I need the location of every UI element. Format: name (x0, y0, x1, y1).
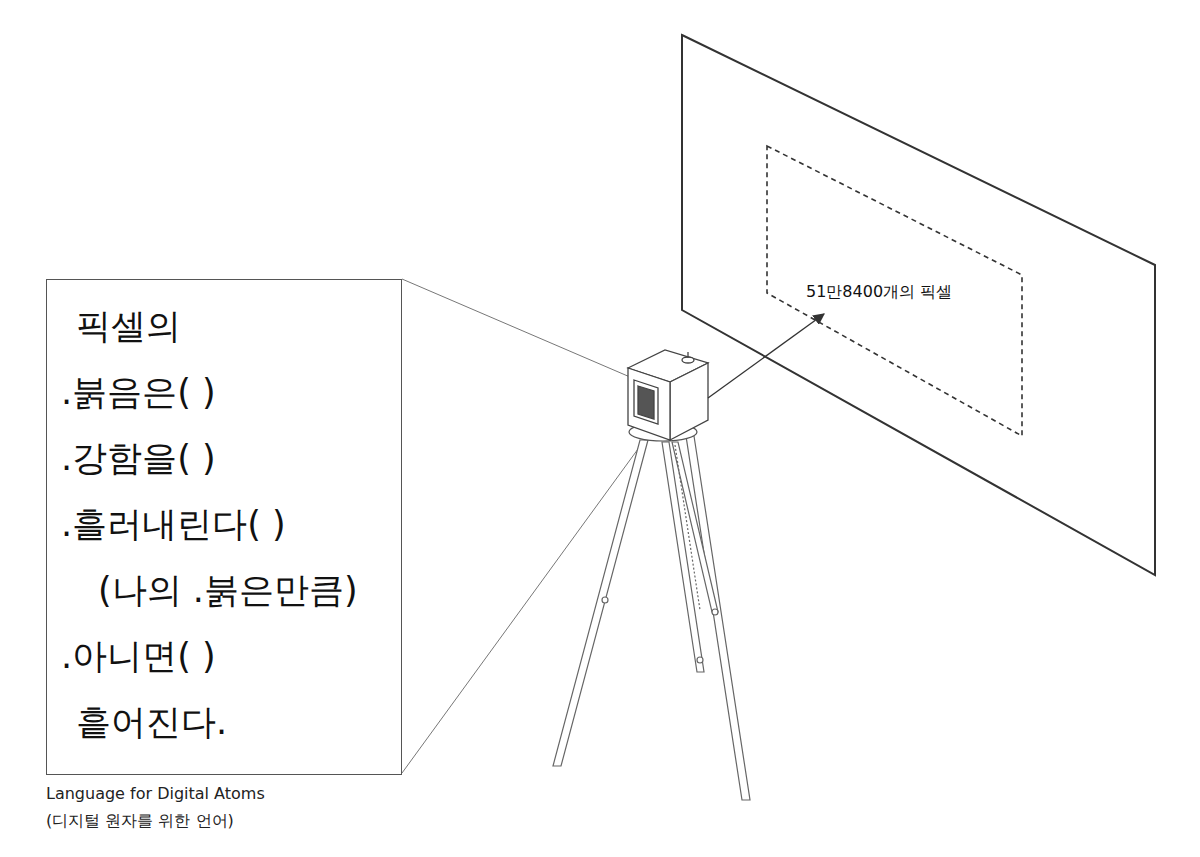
caption-label: Language for Digital Atoms (46, 784, 265, 803)
pixel-region: 51만8400개의 픽셀 (767, 146, 1022, 436)
poem-line: 픽셀의 (47, 293, 401, 359)
tripod (553, 436, 750, 800)
poem-line: (나의 .붉은만큼) (47, 557, 401, 623)
code-poem-box: 픽셀의.붉음은( ).강함을( ).흘러내린다( )(나의 .붉은만큼).아니면… (46, 279, 402, 775)
projection-arrow (708, 314, 824, 398)
leader-line (402, 438, 646, 773)
poem-line: .아니면( ) (47, 623, 401, 689)
poem-line: 흩어진다. (47, 689, 401, 755)
poem-line: .강함을( ) (47, 425, 401, 491)
pixel-count-label: 51만8400개의 픽셀 (806, 282, 952, 303)
screen-plane (682, 35, 1155, 575)
poem-line: .붉음은( ) (47, 359, 401, 425)
caption-label: (디지털 원자를 위한 언어) (46, 811, 234, 832)
projector-box (628, 350, 708, 440)
poem-line: .흘러내린다( ) (47, 491, 401, 557)
leader-line (402, 279, 630, 377)
